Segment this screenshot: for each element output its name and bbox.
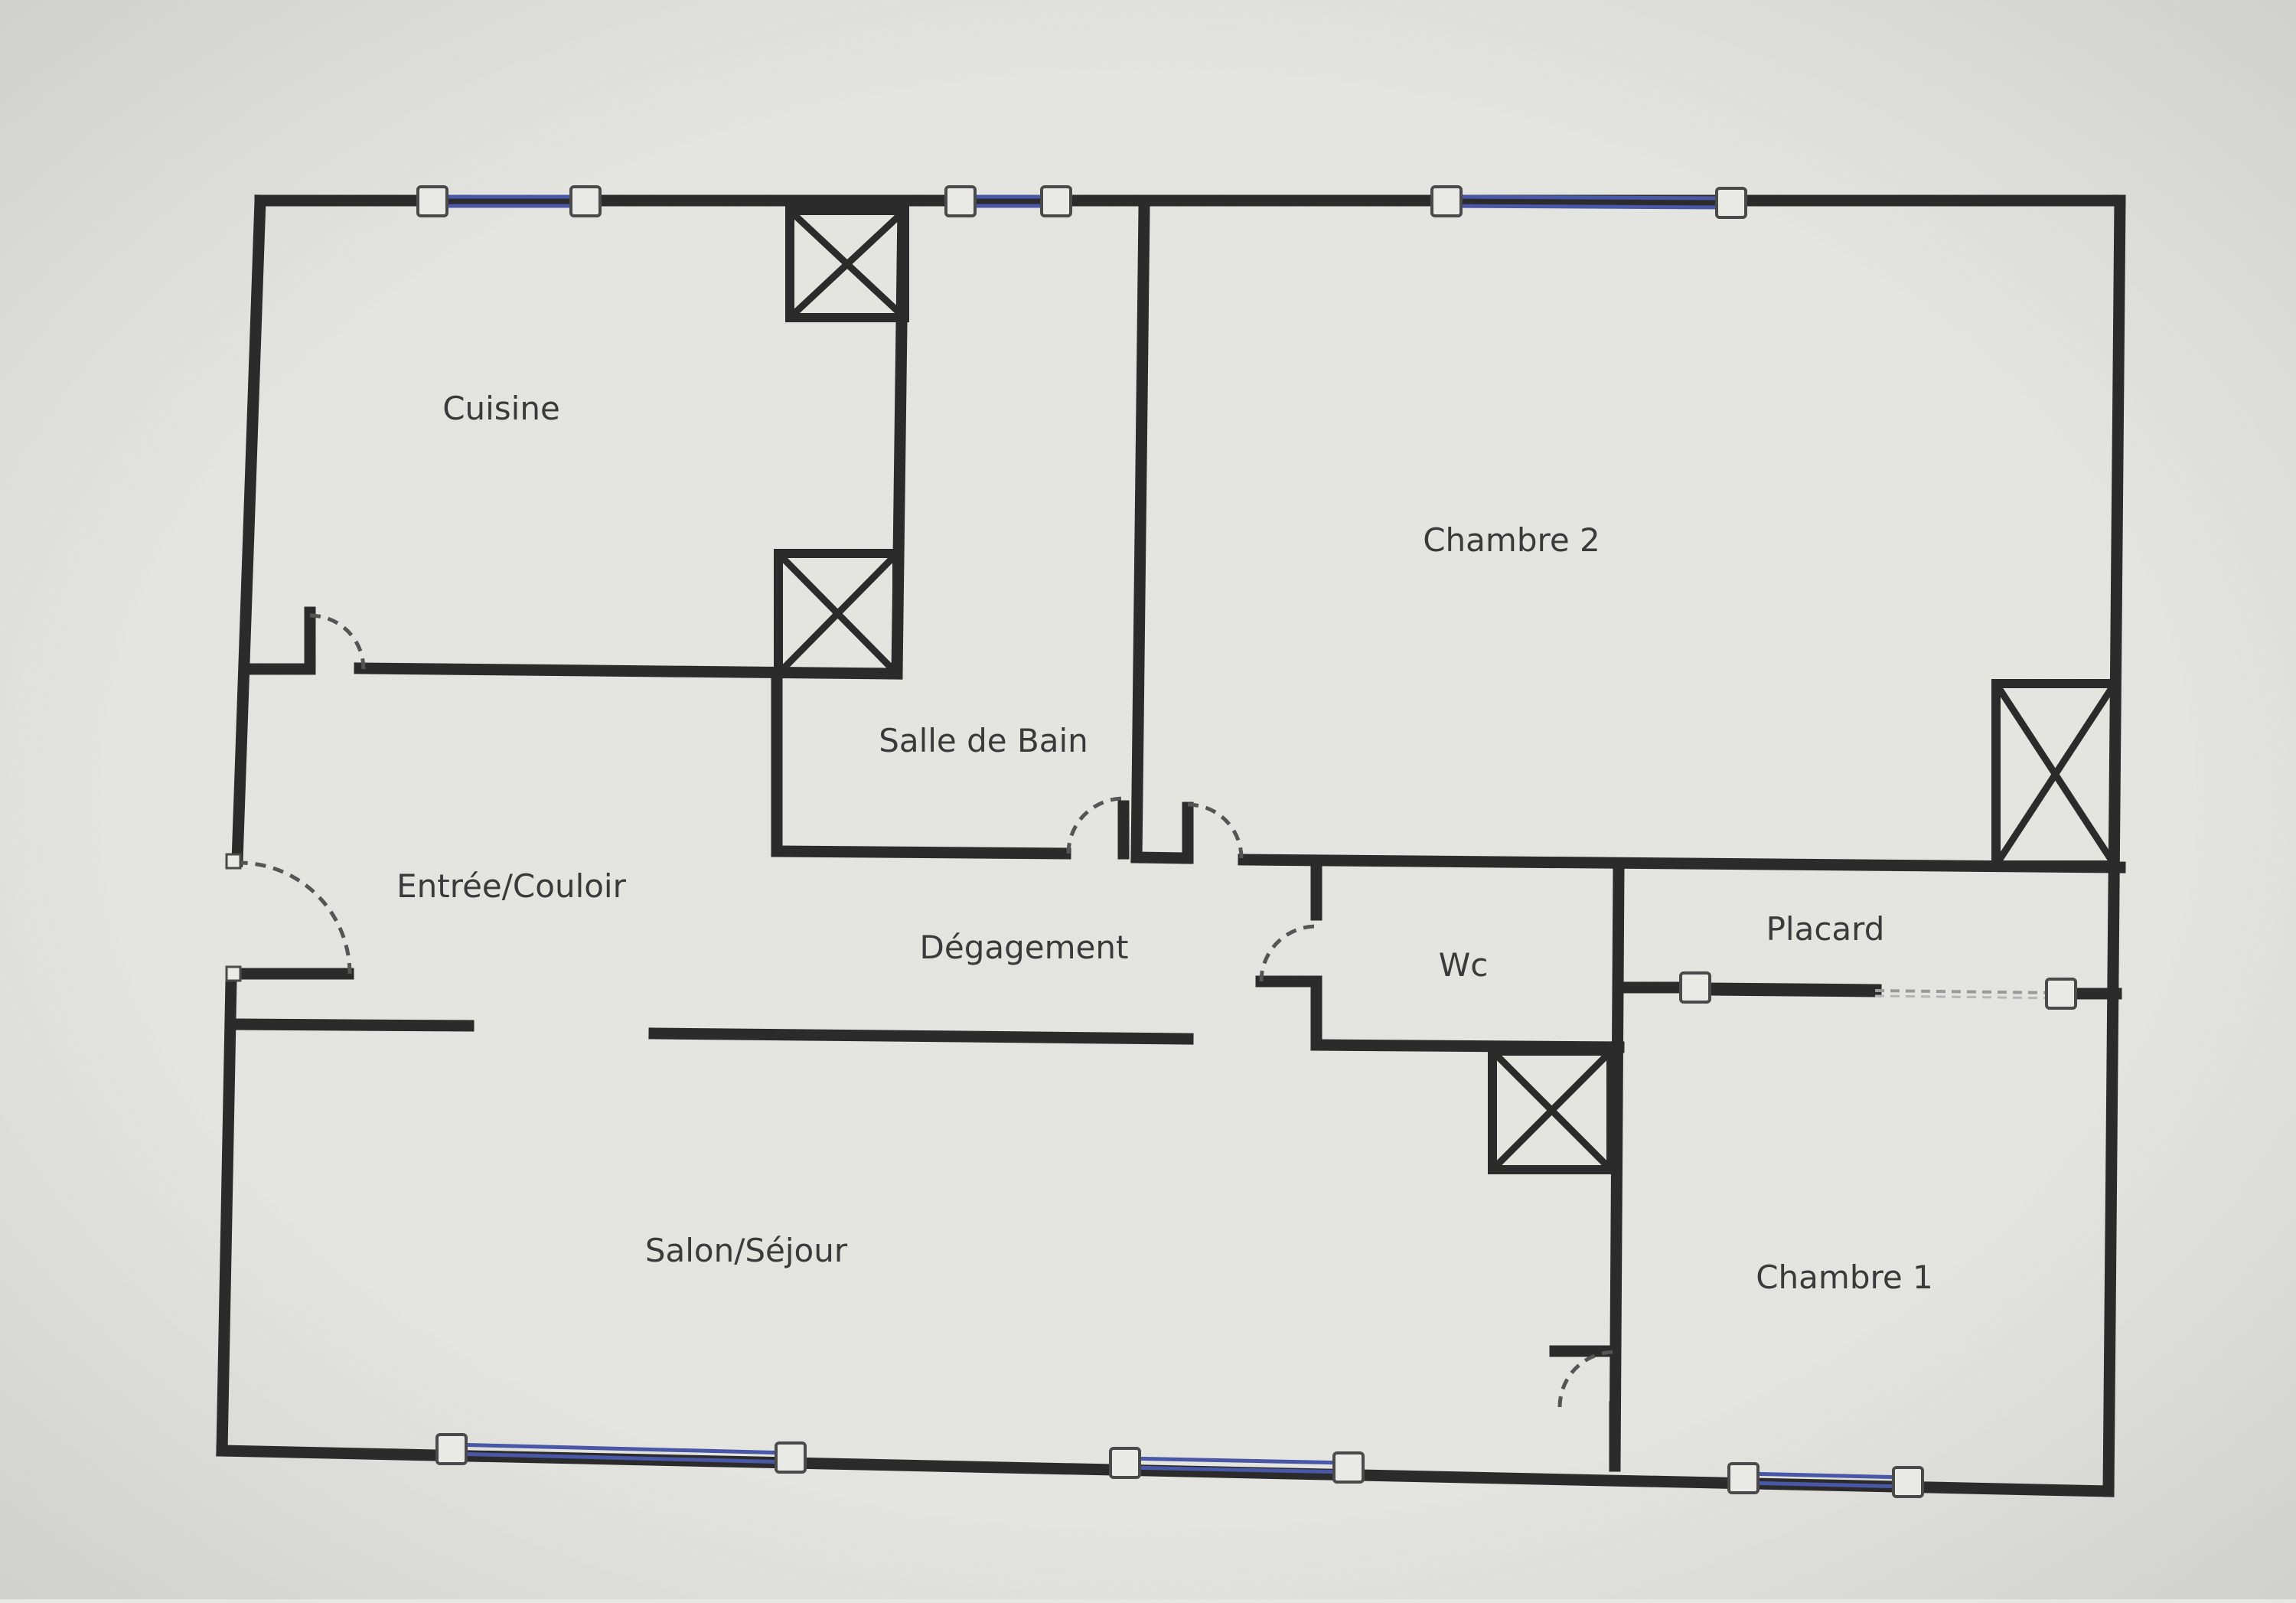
placard-sliding-door bbox=[1698, 982, 1882, 997]
outer-wall-left-lower bbox=[216, 974, 237, 1457]
window-icon bbox=[1727, 1462, 1924, 1498]
crossed-box-icon bbox=[785, 206, 909, 322]
ventilation-shafts bbox=[774, 206, 2119, 1174]
crossed-box-icon bbox=[774, 549, 902, 678]
room-label-chambre-1: Chambre 1 bbox=[1756, 1259, 1933, 1296]
window-icon bbox=[2045, 978, 2077, 1010]
salon-partition-right bbox=[648, 1027, 1194, 1045]
chambre2-wall-bottom bbox=[1238, 854, 2126, 873]
door-hinge-icon bbox=[225, 853, 242, 870]
window-icon bbox=[416, 185, 602, 217]
door-swing-icon bbox=[238, 860, 352, 975]
room-label-entree-couloir: Entrée/Couloir bbox=[396, 867, 626, 905]
crossed-box-icon bbox=[1488, 1046, 1616, 1174]
door-swing-icon bbox=[1066, 796, 1124, 854]
room-label-degagement: Dégagement bbox=[920, 929, 1129, 966]
chambre2-wall-left bbox=[1130, 202, 1150, 864]
windows bbox=[416, 185, 2077, 1498]
door-swing-icon bbox=[1557, 1350, 1616, 1408]
room-labels: Cuisine Chambre 2 Salle de Bain Entrée/C… bbox=[396, 390, 1933, 1296]
door-swing-icon bbox=[309, 613, 366, 670]
room-label-salon-sejour: Salon/Séjour bbox=[645, 1232, 848, 1269]
chambre2-wall-left-foot bbox=[1130, 851, 1192, 864]
bathroom-wall-bottom bbox=[771, 845, 1071, 860]
door-swing-icon bbox=[1187, 802, 1244, 859]
room-label-salle-de-bain: Salle de Bain bbox=[879, 722, 1088, 759]
wc-wall-right bbox=[1609, 861, 1625, 1472]
window-icon bbox=[944, 185, 1072, 217]
room-label-cuisine: Cuisine bbox=[442, 390, 560, 427]
outer-wall-left-upper bbox=[231, 194, 266, 867]
room-label-chambre-2: Chambre 2 bbox=[1423, 521, 1600, 559]
door-swing-icon bbox=[1259, 924, 1317, 982]
window-icon bbox=[435, 1433, 807, 1474]
window-icon bbox=[1109, 1447, 1365, 1484]
room-label-wc: Wc bbox=[1439, 946, 1489, 984]
room-label-placard: Placard bbox=[1766, 910, 1885, 948]
placard-sliding-track bbox=[1874, 989, 2060, 1000]
window-icon bbox=[1679, 971, 1711, 1004]
window-icon bbox=[1430, 185, 1747, 219]
doors bbox=[225, 613, 1616, 1408]
crossed-box-icon bbox=[1991, 679, 2119, 870]
salon-partition-left bbox=[230, 1018, 475, 1032]
door-hinge-icon bbox=[225, 965, 242, 982]
